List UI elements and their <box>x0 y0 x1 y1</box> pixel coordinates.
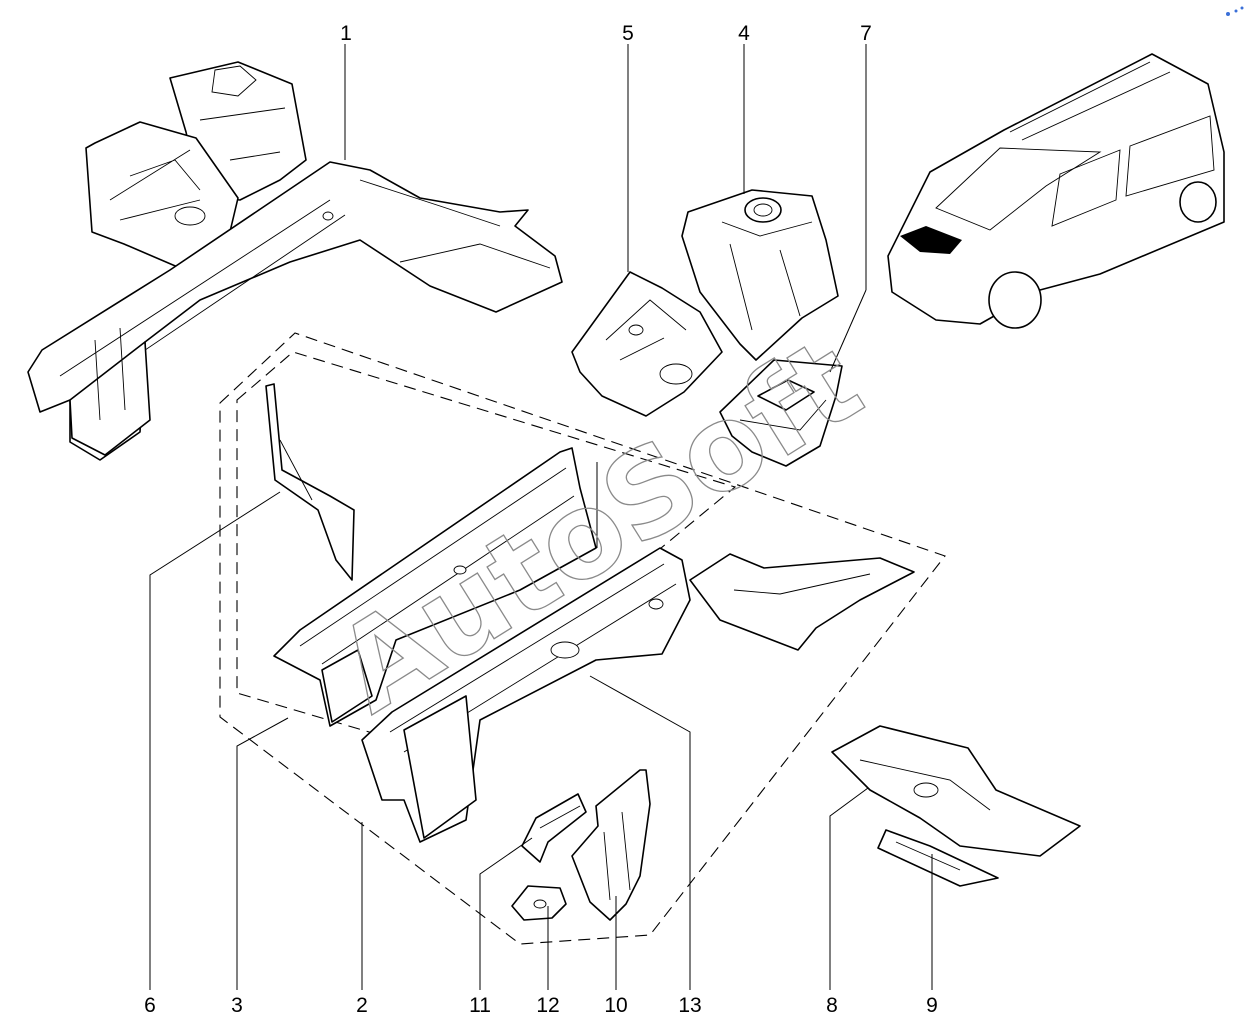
part-12-nut-plate <box>511 885 567 921</box>
group-outline-outer <box>219 332 946 945</box>
callout-13: 13 <box>678 994 701 1017</box>
callout-1: 1 <box>340 22 352 45</box>
callout-3: 3 <box>231 994 243 1017</box>
callout-8: 8 <box>826 994 838 1017</box>
part-4-wheel-arch <box>681 189 839 361</box>
callout-4: 4 <box>738 22 750 45</box>
callout-12: 12 <box>536 994 559 1017</box>
vehicle-location-view <box>887 53 1225 329</box>
rear-extension-member <box>689 553 915 651</box>
part-7-bracket <box>719 359 843 467</box>
part-13-outer-longitudinal <box>361 547 691 843</box>
part-5-inner-panel <box>571 271 723 417</box>
callout-10: 10 <box>604 994 627 1017</box>
callout-6: 6 <box>144 994 156 1017</box>
group-outline-inner <box>236 351 737 748</box>
leader-lines <box>149 44 933 990</box>
part-6-gusset <box>265 383 355 581</box>
callout-5: 5 <box>622 22 634 45</box>
callout-11: 11 <box>469 994 491 1017</box>
part-8-floor-panel <box>831 725 1081 857</box>
part-9-cross-member <box>877 829 999 887</box>
corner-mark <box>1226 6 1244 16</box>
callout-9: 9 <box>926 994 938 1017</box>
part-11-small-bracket <box>521 793 587 863</box>
callout-2: 2 <box>356 994 368 1017</box>
part-3-inner-longitudinal <box>273 447 597 727</box>
part-10-reinforcement <box>571 769 651 921</box>
callout-7: 7 <box>860 22 872 45</box>
part-1-front-side-member-assembly <box>27 61 563 461</box>
